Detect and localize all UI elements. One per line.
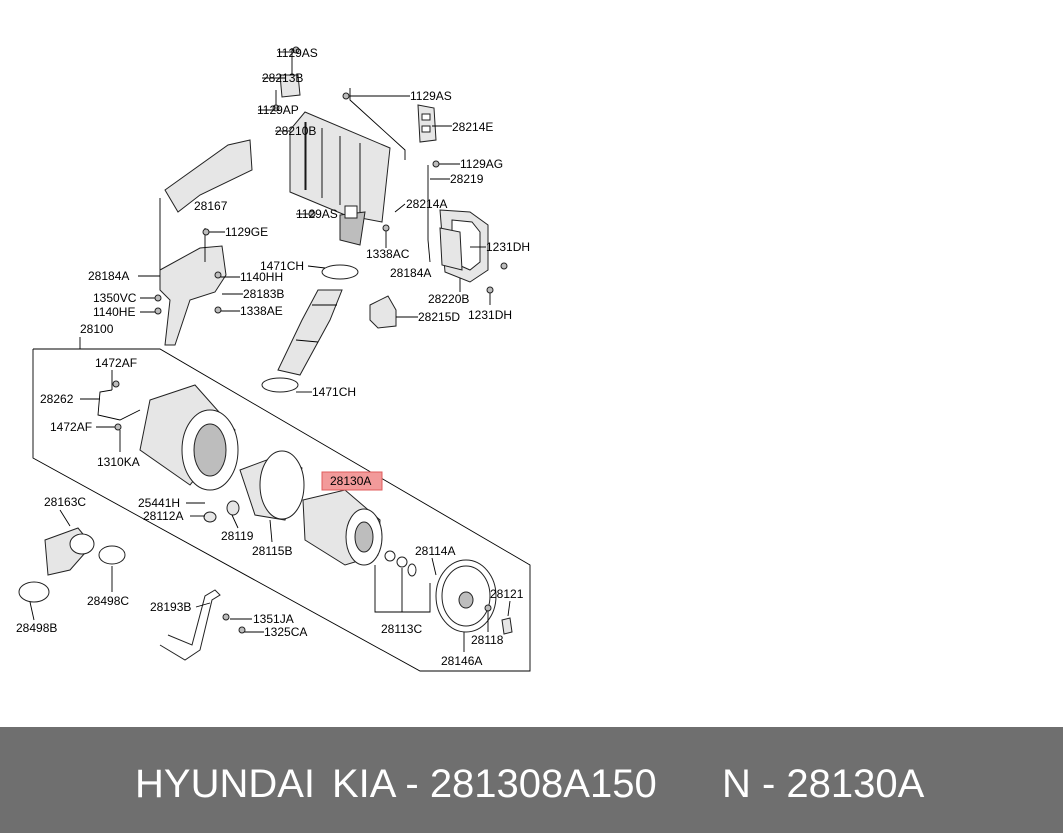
leader-lines bbox=[29, 51, 511, 652]
bracket-28215d bbox=[369, 295, 397, 329]
highlight-box bbox=[321, 471, 383, 491]
part-label: 28219 bbox=[450, 172, 484, 186]
part-label: 1231DH bbox=[468, 308, 512, 322]
bracket-28167 bbox=[159, 139, 253, 275]
exploded-parts-diagram: 28130A 1129AS 28213B 1129AP 1129AS 28214E 282… bbox=[16, 46, 531, 672]
part-label: 28115B bbox=[252, 544, 292, 558]
mount-bracket bbox=[159, 228, 227, 346]
footer-brand: HYUNDAI bbox=[135, 762, 316, 806]
valve-28112a bbox=[203, 511, 217, 523]
part-label: 28114A bbox=[415, 544, 455, 558]
part-label: 1472AF bbox=[50, 420, 92, 434]
highlight-label: 28130A bbox=[330, 474, 371, 488]
sensor-28119 bbox=[226, 500, 240, 516]
part-label: 28100 bbox=[80, 322, 114, 336]
clamp-28498c bbox=[98, 545, 126, 565]
part-label: 1472AF bbox=[95, 356, 137, 370]
inner-element bbox=[239, 450, 305, 521]
part-labels: 1129AS 28213B 1129AP 1129AS 28214E 28210B 1129… bbox=[16, 46, 530, 668]
assembly-boundary bbox=[32, 337, 531, 672]
part-label: 28498C bbox=[87, 594, 129, 608]
part-label: 28121 bbox=[490, 587, 524, 601]
part-label: 28193B bbox=[150, 600, 191, 614]
part-label: 25441H bbox=[138, 496, 180, 510]
footer-make-part-number: KIA - 281308A150 bbox=[332, 762, 657, 806]
part-label: 1471CH bbox=[312, 385, 356, 399]
part-label: 1140HH bbox=[240, 270, 283, 284]
part-label: 28146A bbox=[441, 654, 482, 668]
part-label: 1350VC bbox=[93, 291, 137, 305]
part-label: 28498B bbox=[16, 621, 57, 635]
part-label: 28184A bbox=[390, 266, 431, 280]
footer-bar: HYUNDAI KIA - 281308A150 N - 28130A bbox=[0, 727, 1063, 833]
part-label: 28213B bbox=[262, 71, 303, 85]
part-label: 1231DH bbox=[486, 240, 530, 254]
part-label: 28113C bbox=[381, 622, 422, 636]
fasteners bbox=[112, 46, 508, 634]
part-label: 28118 bbox=[471, 633, 504, 647]
bracket-28214e bbox=[417, 104, 437, 143]
filter-element bbox=[302, 489, 383, 566]
washers-28113c bbox=[374, 550, 431, 613]
part-label: 1325CA bbox=[264, 625, 307, 639]
clamp-28498b bbox=[18, 581, 50, 603]
part-label: 1351JA bbox=[253, 612, 294, 626]
part-label: 1129AP bbox=[257, 103, 299, 117]
part-label: 1338AC bbox=[366, 247, 410, 261]
part-label: 28119 bbox=[221, 529, 254, 543]
pipe-28262 bbox=[97, 389, 141, 421]
part-label: 1129GE bbox=[225, 225, 268, 239]
part-label: 1129AS bbox=[410, 89, 452, 103]
intake-duct bbox=[439, 209, 489, 283]
air-cleaner-housing bbox=[139, 384, 239, 491]
end-cap bbox=[435, 559, 497, 633]
part-label: 28210B bbox=[275, 124, 316, 138]
part-label: 28184A bbox=[88, 269, 129, 283]
part-label: 28215D bbox=[418, 310, 460, 324]
bracket-28213b bbox=[275, 48, 301, 108]
part-label: 1310KA bbox=[97, 455, 140, 469]
part-label: 28163C bbox=[44, 495, 86, 509]
part-label: 1338AE bbox=[240, 304, 283, 318]
part-label: 28220B bbox=[428, 292, 469, 306]
boot-28163c bbox=[44, 527, 95, 576]
footer-oem-number: N - 28130A bbox=[722, 762, 925, 806]
part-label: 1471CH bbox=[260, 259, 304, 273]
part-label: 1129AG bbox=[460, 157, 503, 171]
clip-28121 bbox=[501, 617, 513, 635]
part-label: 1140HE bbox=[93, 305, 135, 319]
intake-hose bbox=[277, 289, 343, 376]
part-label: 28183B bbox=[243, 287, 284, 301]
hose-clamp-lower bbox=[261, 377, 299, 393]
part-label: 28167 bbox=[194, 199, 228, 213]
part-label: 1129AS bbox=[276, 46, 318, 60]
hose-clamp-upper bbox=[321, 264, 359, 280]
part-label: 28214E bbox=[452, 120, 493, 134]
strap-28193b bbox=[159, 589, 221, 661]
housing-cover bbox=[289, 111, 391, 246]
part-label: 28112A bbox=[143, 509, 183, 523]
part-label: 28214A bbox=[406, 197, 447, 211]
part-label: 28262 bbox=[40, 392, 74, 406]
part-label: 1129AS bbox=[296, 207, 338, 221]
